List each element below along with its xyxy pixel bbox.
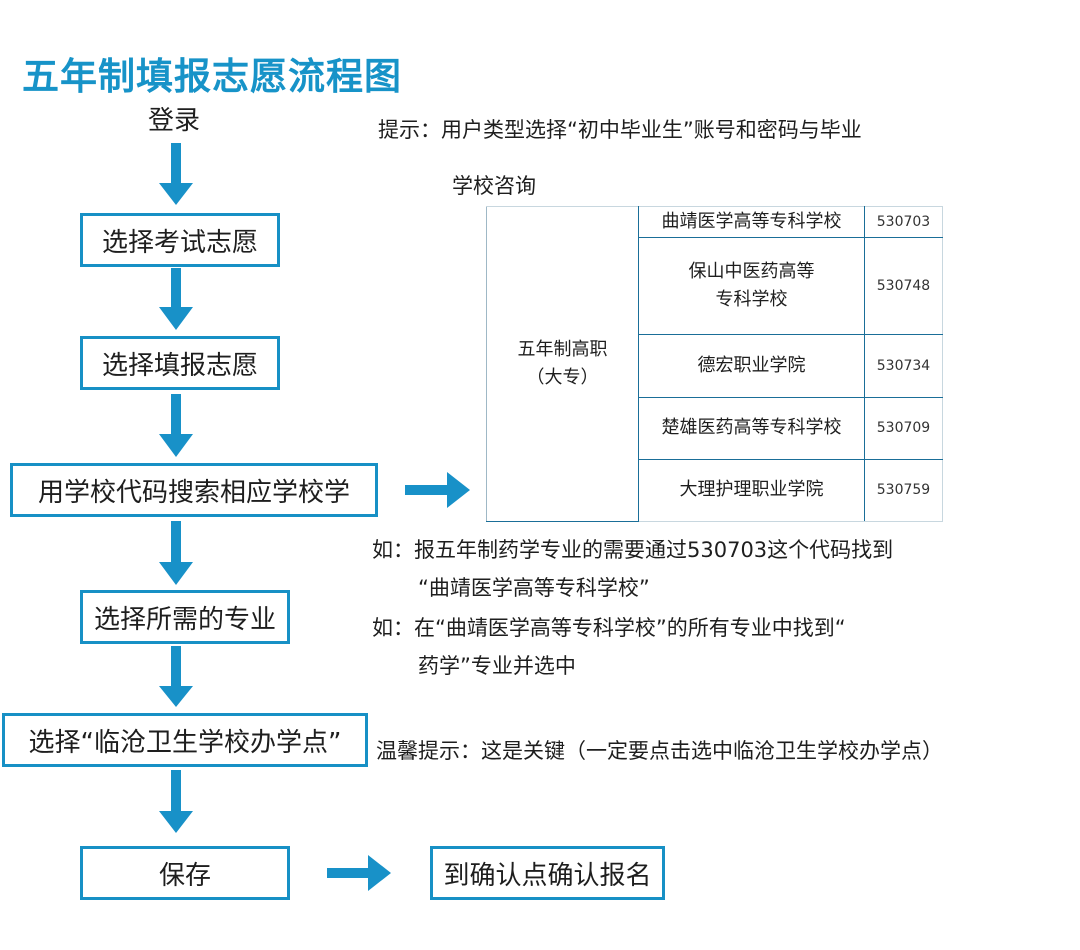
school-code-cell: 530734 bbox=[864, 334, 943, 398]
arrow-right-table bbox=[405, 472, 470, 508]
school-name-cell: 保山中医药高等 专科学校 bbox=[638, 237, 865, 336]
example-search-line1: 如：报五年制药学专业的需要通过530703这个代码找到 bbox=[372, 538, 894, 562]
school-code-cell: 530759 bbox=[864, 458, 943, 523]
school-code-cell: 530709 bbox=[864, 396, 943, 460]
school-name-cell: 楚雄医药高等专科学校 bbox=[638, 396, 865, 460]
arrow-down-6 bbox=[159, 770, 193, 833]
school-name: 大理护理职业学院 bbox=[679, 479, 824, 501]
step-search-school-code: 用学校代码搜索相应学校学 bbox=[10, 463, 378, 517]
start-label-login: 登录 bbox=[148, 106, 201, 136]
step-save: 保存 bbox=[80, 846, 290, 900]
example-search-line2: “曲靖医学高等专科学校” bbox=[418, 576, 650, 600]
program-type-line1: 五年制高职 bbox=[517, 339, 608, 360]
example-search: 如：报五年制药学专业的需要通过530703这个代码找到 “曲靖医学高等专科学校” bbox=[372, 534, 893, 604]
program-type-cell: 五年制高职 （大专） bbox=[486, 206, 639, 522]
arrow-down-4 bbox=[159, 521, 193, 585]
table-row: 五年制高职 （大专） 曲靖医学高等专科学校 530703 bbox=[486, 205, 943, 522]
table-row: 大理护理职业学院 530759 bbox=[487, 458, 943, 523]
step-select-lincang: 选择“临沧卫生学校办学点” bbox=[2, 713, 368, 767]
school-code-table: 五年制高职 （大专） 曲靖医学高等专科学校 530703 保山中医药高等 专科学… bbox=[486, 205, 943, 523]
arrow-down-3 bbox=[159, 394, 193, 457]
tip-login-line2: 学校咨询 bbox=[452, 174, 536, 198]
program-type-line2: （大专） bbox=[526, 367, 599, 388]
school-code-cell: 530748 bbox=[864, 237, 943, 336]
arrow-down-1 bbox=[159, 143, 193, 205]
arrow-down-2 bbox=[159, 268, 193, 330]
warm-tip: 温馨提示：这是关键（一定要点击选中临沧卫生学校办学点） bbox=[376, 739, 943, 763]
school-name: 曲靖医学高等专科学校 bbox=[661, 211, 842, 233]
page-title: 五年制填报志愿流程图 bbox=[22, 55, 402, 98]
school-name-cell: 大理护理职业学院 bbox=[638, 458, 865, 523]
school-name-cell: 曲靖医学高等专科学校 bbox=[638, 205, 865, 239]
example-major-line1: 如：在“曲靖医学高等专科学校”的所有专业中找到“ bbox=[372, 616, 846, 640]
step-select-fill: 选择填报志愿 bbox=[80, 336, 280, 390]
school-name-line2: 专科学校 bbox=[715, 289, 788, 311]
arrow-right-confirm bbox=[327, 855, 391, 891]
school-name: 楚雄医药高等专科学校 bbox=[661, 417, 842, 439]
step-select-exam: 选择考试志愿 bbox=[80, 213, 280, 267]
school-name: 保山中医药高等 bbox=[688, 261, 815, 283]
arrow-down-5 bbox=[159, 646, 193, 707]
school-name: 德宏职业学院 bbox=[697, 354, 806, 376]
tip-login-line1: 提示：用户类型选择“初中毕业生”账号和密码与毕业 bbox=[378, 118, 862, 142]
table-row: 保山中医药高等 专科学校 530748 bbox=[487, 237, 943, 336]
school-name-cell: 德宏职业学院 bbox=[638, 334, 865, 398]
example-major: 如：在“曲靖医学高等专科学校”的所有专业中找到“ 药学”专业并选中 bbox=[372, 612, 846, 682]
step-select-major: 选择所需的专业 bbox=[80, 590, 290, 644]
tip-login: 提示：用户类型选择“初中毕业生”账号和密码与毕业 学校咨询 bbox=[378, 114, 862, 202]
example-major-line2: 药学”专业并选中 bbox=[418, 654, 576, 678]
final-confirm-registration: 到确认点确认报名 bbox=[430, 846, 665, 900]
table-row: 楚雄医药高等专科学校 530709 bbox=[487, 396, 943, 460]
school-code-cell: 530703 bbox=[864, 205, 943, 239]
table-row: 德宏职业学院 530734 bbox=[487, 334, 943, 398]
